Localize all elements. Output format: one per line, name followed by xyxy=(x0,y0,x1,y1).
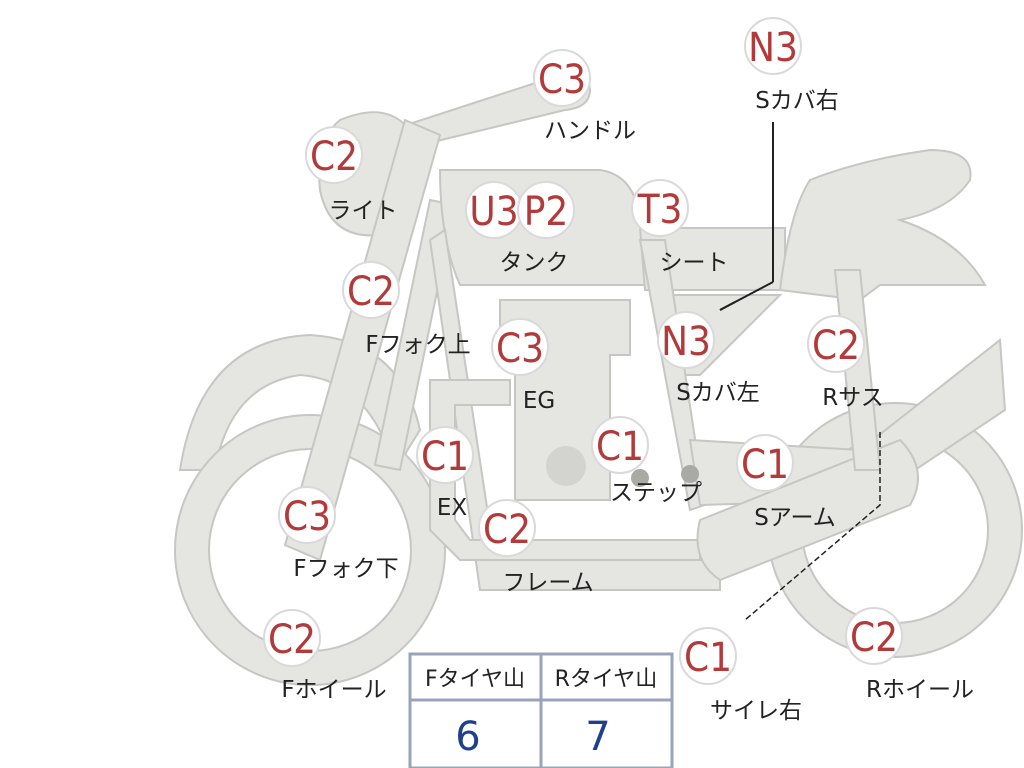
exhaust-pipe xyxy=(429,379,701,561)
badge-circle xyxy=(305,126,363,184)
badge-circle xyxy=(631,179,689,237)
condition-code: C3 xyxy=(538,57,586,103)
condition-code: C2 xyxy=(310,134,358,180)
badge-tank-p: P2 タンク xyxy=(500,181,575,276)
part-label: Fフォク上 xyxy=(365,332,470,358)
part-label: サイレ右 xyxy=(710,698,802,724)
badge-light: C2 ライト xyxy=(305,126,398,224)
badge-circle xyxy=(278,486,336,544)
condition-code: T3 xyxy=(637,187,683,233)
badge-circle xyxy=(736,434,794,492)
badge-silencer-right: C1 サイレ右 xyxy=(679,627,802,724)
condition-code: P2 xyxy=(524,189,569,235)
condition-code: C1 xyxy=(421,434,469,480)
part-label: EG xyxy=(523,388,555,414)
badge-circle xyxy=(657,311,715,369)
condition-code: C2 xyxy=(347,269,395,315)
part-label: シート xyxy=(660,250,729,276)
front-wheel-ring xyxy=(175,415,445,685)
part-label: ステップ xyxy=(610,480,702,506)
badge-frame: C2 フレーム xyxy=(478,499,594,596)
part-label: Sアーム xyxy=(754,505,836,531)
front-tire-value: 6 xyxy=(455,714,480,760)
condition-code: C2 xyxy=(483,507,531,553)
condition-code: N3 xyxy=(661,319,711,365)
condition-code: C1 xyxy=(596,424,644,470)
badge-circle xyxy=(845,607,903,665)
badge-circle xyxy=(744,17,802,75)
silencer-right-leader xyxy=(744,432,881,621)
part-label: ライト xyxy=(329,198,398,224)
condition-code: C2 xyxy=(850,615,898,661)
part-label: EX xyxy=(437,495,468,521)
motorcycle-silhouette xyxy=(174,73,1023,686)
condition-code: C3 xyxy=(496,326,544,372)
part-label: Fホイール xyxy=(281,677,386,703)
rear-cowl xyxy=(778,148,987,302)
condition-code: C1 xyxy=(684,635,732,681)
badge-circle xyxy=(478,499,536,557)
badge-step: C1 ステップ xyxy=(591,416,702,506)
badge-circle xyxy=(517,181,575,239)
front-tire-header: Fタイヤ山 xyxy=(425,667,525,692)
part-label: Sカバ左 xyxy=(676,380,760,406)
badge-circle xyxy=(491,318,549,376)
scover-right-leader xyxy=(719,122,774,311)
badge-circle xyxy=(533,49,591,107)
condition-code: C2 xyxy=(268,617,316,663)
part-label: Sカバ右 xyxy=(755,88,839,114)
leader-lines xyxy=(719,122,881,621)
badge-tank-u: U3 xyxy=(465,181,523,239)
tire-tread-table: Fタイヤ山 Rタイヤ山 6 7 xyxy=(408,652,674,768)
badge-seat: T3 シート xyxy=(631,179,729,276)
badge-circle xyxy=(591,416,649,474)
condition-code: N3 xyxy=(748,25,798,71)
part-label: タンク xyxy=(500,250,569,276)
rear-tire-value: 7 xyxy=(585,714,610,760)
part-label: Rサス xyxy=(822,385,884,411)
condition-code: C1 xyxy=(741,442,789,488)
silencer xyxy=(696,438,919,582)
badge-circle xyxy=(679,627,737,685)
badge-circle xyxy=(263,609,321,667)
part-label: フレーム xyxy=(502,570,593,596)
badge-circle xyxy=(807,315,865,373)
condition-code: C2 xyxy=(812,323,860,369)
badge-circle xyxy=(416,426,474,484)
condition-code: C3 xyxy=(283,494,331,540)
rear-tire-header: Rタイヤ山 xyxy=(555,667,658,692)
part-label: Rホイール xyxy=(866,677,974,703)
part-label: Fフォク下 xyxy=(293,556,398,582)
front-fork xyxy=(283,118,442,562)
badge-circle xyxy=(342,261,400,319)
part-label: ハンドル xyxy=(544,118,636,144)
condition-code: U3 xyxy=(469,189,518,235)
badge-handle: C3 ハンドル xyxy=(533,49,636,144)
